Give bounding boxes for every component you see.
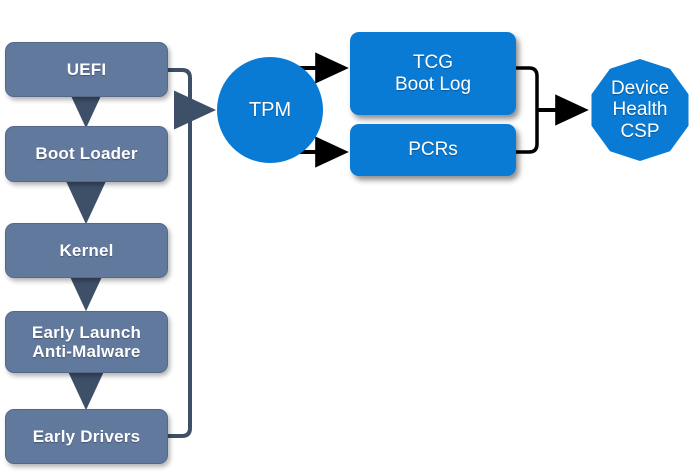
node-tcg-boot-log-label: TCG Boot Log bbox=[394, 52, 472, 95]
node-pcrs[interactable]: PCRs bbox=[350, 124, 516, 176]
node-tpm[interactable]: TPM bbox=[217, 57, 323, 163]
edge-boot-chain-to-tpm bbox=[166, 68, 217, 438]
node-kernel-label: Kernel bbox=[59, 240, 114, 260]
node-device-health-csp[interactable]: Device Health CSP bbox=[591, 59, 689, 161]
node-boot-loader[interactable]: Boot Loader bbox=[5, 126, 168, 182]
node-tpm-label: TPM bbox=[248, 98, 292, 121]
node-boot-loader-label: Boot Loader bbox=[35, 144, 138, 164]
node-early-drivers[interactable]: Early Drivers bbox=[5, 409, 168, 464]
edge-measurements-to-device-health-csp bbox=[514, 66, 589, 154]
node-uefi[interactable]: UEFI bbox=[5, 42, 168, 97]
node-early-launch-anti-malware[interactable]: Early Launch Anti-Malware bbox=[5, 311, 168, 373]
node-early-launch-anti-malware-label: Early Launch Anti-Malware bbox=[31, 322, 142, 361]
node-device-health-csp-label: Device Health CSP bbox=[610, 78, 670, 142]
node-kernel[interactable]: Kernel bbox=[5, 223, 168, 278]
node-early-drivers-label: Early Drivers bbox=[32, 426, 141, 446]
node-uefi-label: UEFI bbox=[66, 59, 107, 79]
node-tcg-boot-log[interactable]: TCG Boot Log bbox=[350, 32, 516, 115]
node-pcrs-label: PCRs bbox=[408, 139, 458, 161]
